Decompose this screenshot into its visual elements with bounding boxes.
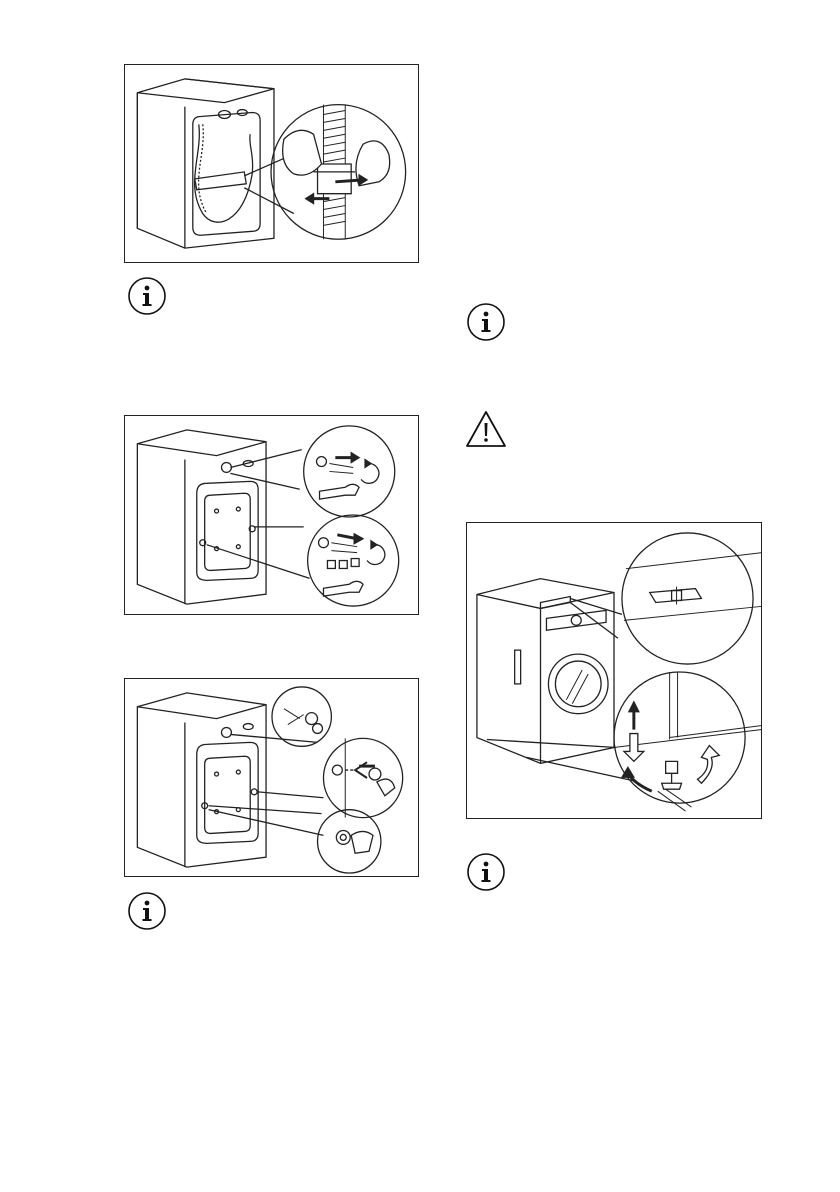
info-icon (466, 302, 506, 342)
figure-hose-clip-removal (124, 64, 419, 263)
warning-triangle-icon (465, 410, 507, 448)
transit-bolt-removal-illustration (125, 416, 418, 614)
info-icon (127, 891, 167, 931)
figure-plastic-caps-insertion (124, 678, 419, 877)
plastic-caps-insertion-illustration (125, 679, 418, 876)
levelling-feet-adjustment-illustration (467, 523, 761, 818)
hose-clip-removal-illustration (125, 65, 418, 262)
info-icon (127, 276, 167, 316)
info-icon (466, 852, 506, 892)
figure-levelling-feet (466, 522, 762, 819)
figure-transit-bolt-removal (124, 415, 419, 615)
